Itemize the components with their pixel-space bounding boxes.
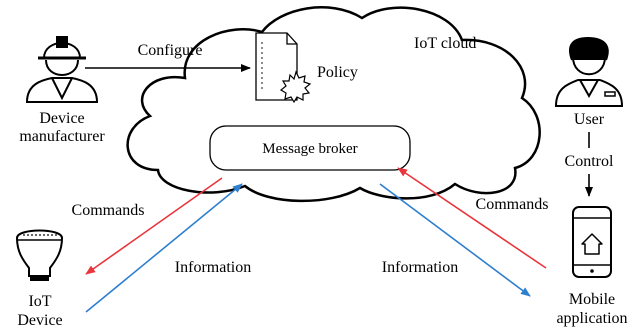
manufacturer-label-line1: Device (39, 110, 84, 127)
user-label: User (574, 111, 605, 128)
information-arrow-left (85, 183, 243, 313)
commands-arrow-left (85, 177, 223, 275)
mobile-label-line2: application (556, 310, 627, 327)
iot-device-label-line2: Device (17, 312, 62, 329)
message-broker-box (209, 125, 411, 171)
manufacturer-label-line2: manufacturer (19, 128, 105, 145)
document-gear-icon (255, 32, 312, 104)
message-broker-label: Message broker (262, 141, 357, 157)
worker-hardhat-icon (25, 36, 99, 103)
commands-arrow-right (397, 167, 547, 269)
information-arrow-right (379, 183, 531, 297)
policy-label: Policy (317, 64, 358, 81)
control-label: Control (565, 153, 614, 170)
configure-label: Configure (138, 42, 203, 59)
cloud-title: IoT cloud (414, 35, 476, 52)
commands-label-left: Commands (72, 202, 145, 219)
iot-cloud-shape (126, 6, 541, 203)
mobile-label-line1: Mobile (569, 291, 615, 308)
information-label-left: Information (175, 259, 251, 276)
commands-label-right: Commands (476, 196, 549, 213)
person-icon (554, 36, 624, 107)
iot-device-label-line1: IoT (28, 293, 51, 310)
smartphone-home-icon (572, 206, 612, 278)
smart-bulb-icon (15, 229, 64, 281)
information-label-right: Information (382, 259, 458, 276)
